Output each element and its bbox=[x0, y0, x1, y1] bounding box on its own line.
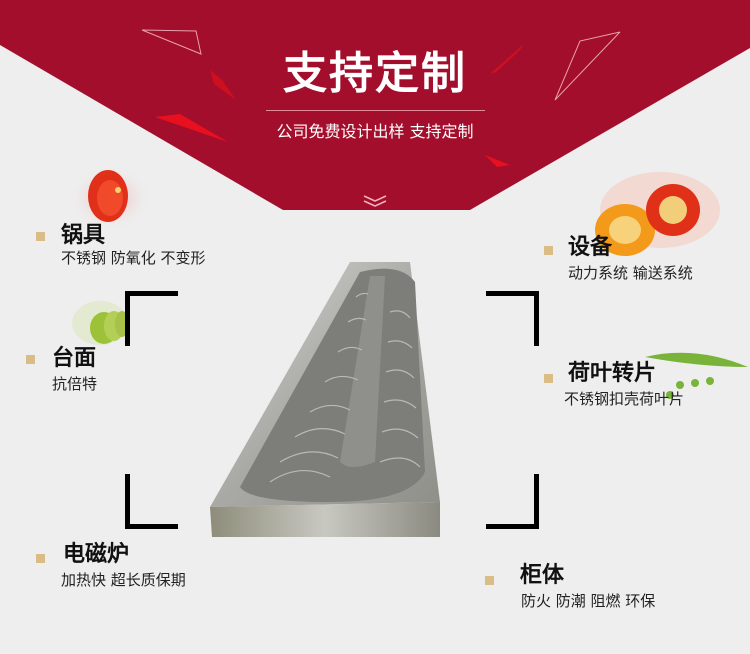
feature-title: 锅具 bbox=[61, 223, 106, 248]
bullet-icon bbox=[544, 374, 553, 383]
banner-divider bbox=[266, 110, 485, 111]
banner-title: 支持定制 bbox=[283, 48, 467, 99]
double-chevron-down-icon[interactable] bbox=[362, 194, 388, 208]
bullet-icon bbox=[485, 576, 494, 585]
bell-pepper-slices-icon bbox=[595, 172, 720, 256]
banner-subtitle: 公司免费设计出样 支持定制 bbox=[276, 122, 474, 141]
bullet-icon bbox=[544, 246, 553, 255]
bullet-icon bbox=[36, 554, 45, 563]
product-image bbox=[210, 262, 440, 537]
feature-subtitle: 不锈钢扣壳荷叶片 bbox=[564, 390, 685, 408]
tomato-slice-icon bbox=[68, 164, 152, 232]
red-banner bbox=[0, 0, 750, 210]
frame-corner-bottom-right bbox=[486, 474, 539, 529]
feature-title: 荷叶转片 bbox=[568, 361, 657, 386]
feature-subtitle: 不锈钢 防氧化 不变形 bbox=[61, 249, 206, 267]
feature-title: 台面 bbox=[52, 346, 97, 371]
feature-title: 设备 bbox=[568, 235, 613, 260]
feature-subtitle: 防火 防潮 阻燃 环保 bbox=[521, 592, 656, 610]
cucumber-slices-icon bbox=[72, 301, 129, 345]
feature-title: 柜体 bbox=[520, 563, 565, 588]
feature-subtitle: 动力系统 输送系统 bbox=[568, 264, 693, 282]
bullet-icon bbox=[26, 355, 35, 364]
bullet-icon bbox=[36, 232, 45, 241]
feature-subtitle: 抗倍特 bbox=[52, 375, 98, 393]
feature-subtitle: 加热快 超长质保期 bbox=[61, 571, 186, 589]
frame-corner-bottom-left bbox=[125, 474, 178, 529]
feature-title: 电磁炉 bbox=[63, 542, 130, 567]
pea-pods-icon bbox=[645, 352, 748, 399]
frame-corner-top-left bbox=[125, 291, 178, 346]
frame-corner-top-right bbox=[486, 291, 539, 346]
